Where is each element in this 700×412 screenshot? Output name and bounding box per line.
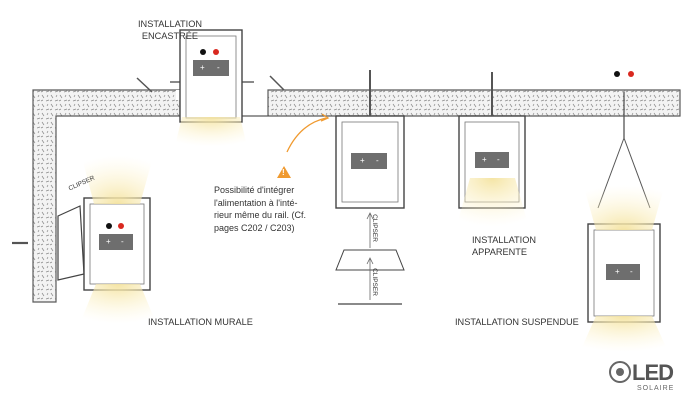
label-installation-apparente: INSTALLATION APPARENTE (472, 235, 536, 257)
plus-sign-encastree: + (200, 63, 205, 72)
profile-murale (12, 150, 158, 328)
label-installation-encastree: INSTALLATION ENCASTRÉE (138, 19, 202, 41)
minus-sign-integrated: - (376, 156, 379, 165)
brand-name: LED (632, 360, 674, 385)
minus-sign-encastree: - (217, 63, 220, 72)
minus-sign-suspendue: - (630, 267, 633, 276)
plus-sign-murale: + (106, 237, 111, 246)
plus-sign-suspendue: + (615, 267, 620, 276)
profile-suspendue (578, 71, 670, 356)
profile-apparente (455, 72, 530, 232)
brand-logo (609, 361, 631, 383)
brand-tagline: SOLAIRE (637, 385, 675, 392)
label-clipser-bottom: CLIPSER (370, 268, 378, 296)
label-installation-suspendue: INSTALLATION SUSPENDUE (455, 317, 579, 327)
minus-sign-murale: - (121, 237, 124, 246)
plus-sign-integrated: + (360, 156, 365, 165)
label-installation-murale: INSTALLATION MURALE (148, 317, 253, 327)
label-integrated-power-note: Possibilité d'intégrer l'alimentation à … (214, 185, 307, 233)
minus-sign-apparente: - (497, 155, 500, 164)
warning-icon: ! (282, 168, 285, 177)
plus-sign-apparente: + (482, 155, 487, 164)
profile-encastree (136, 29, 285, 150)
profile-integrated-power (277, 70, 405, 305)
label-clipser-top: CLIPSER (370, 214, 378, 242)
